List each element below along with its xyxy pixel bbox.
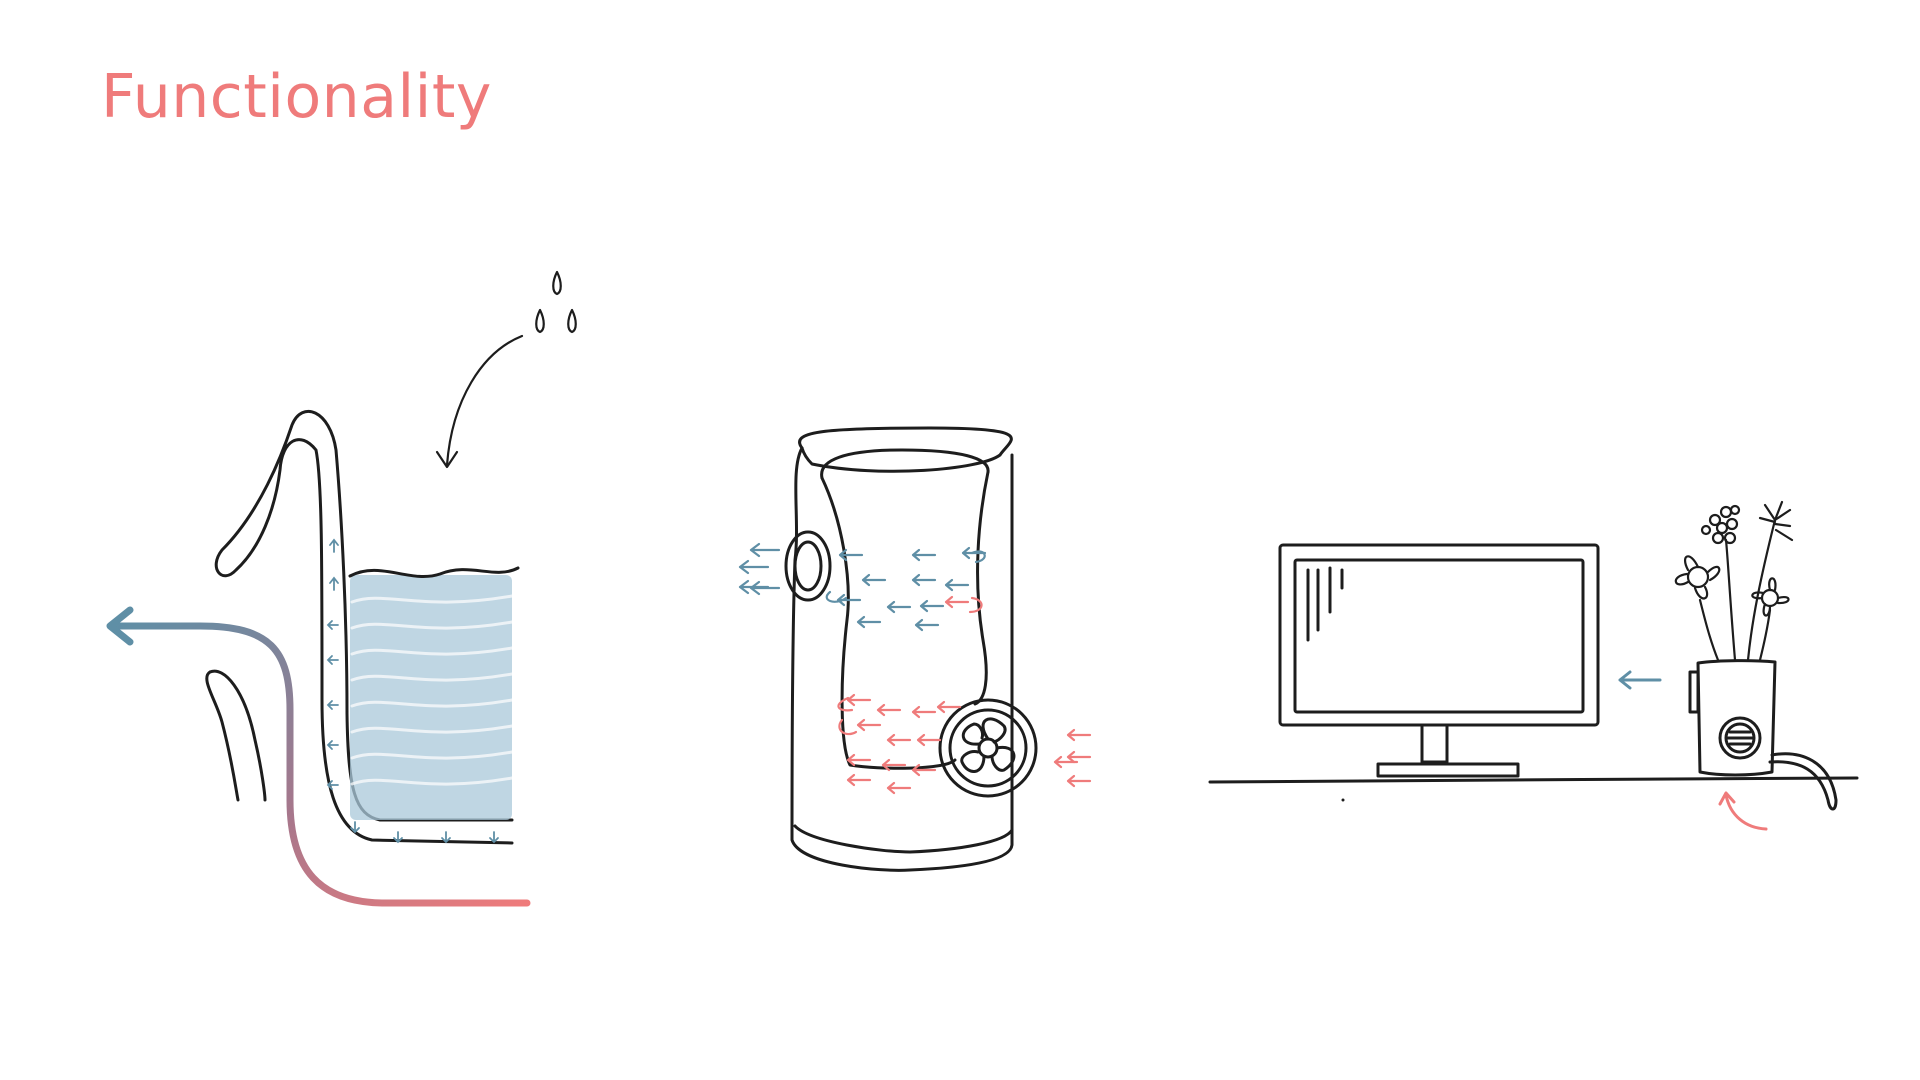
cool-air-arrow xyxy=(1618,670,1662,690)
airflow-panel xyxy=(738,426,1092,872)
water-drops-icon xyxy=(535,270,577,334)
monitor-icon xyxy=(1278,543,1600,778)
side-port xyxy=(784,530,832,602)
room-panel xyxy=(1208,500,1859,831)
slide-title: Functionality xyxy=(101,62,492,132)
water-layers xyxy=(348,566,520,820)
warm-air-arrow xyxy=(1718,791,1768,831)
desk-surface xyxy=(1208,776,1859,784)
flow-arrow xyxy=(106,606,531,907)
cool-air-arrows xyxy=(738,542,987,632)
vase-device xyxy=(1688,659,1838,811)
warm-air-arrows xyxy=(837,595,1092,795)
flowers-icon xyxy=(1674,500,1794,662)
cylinder-body xyxy=(790,426,1014,872)
fan-icon xyxy=(938,698,1038,798)
pour-arrow-icon xyxy=(435,334,524,469)
wicking-panel xyxy=(106,270,577,907)
seepage-arrows xyxy=(326,538,499,844)
